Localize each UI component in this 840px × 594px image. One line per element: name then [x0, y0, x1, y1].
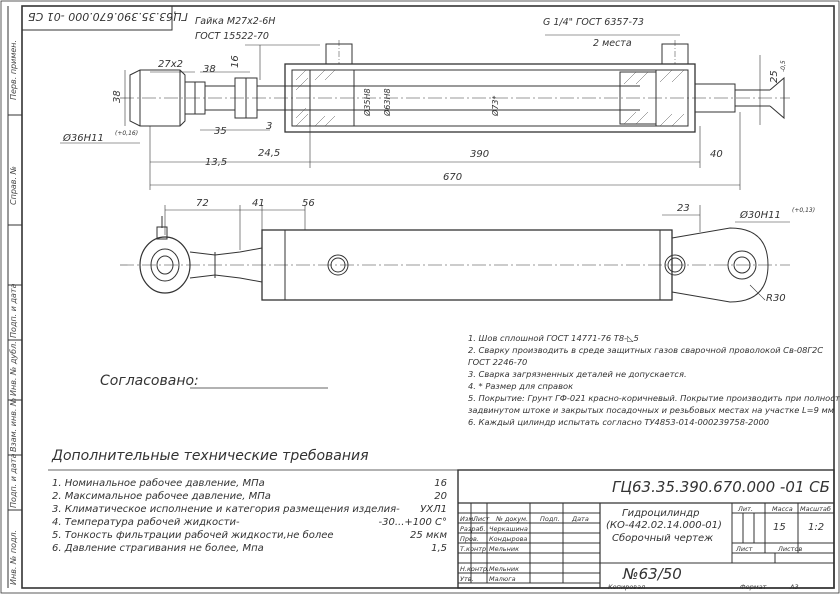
title-col-scale: Масштаб: [800, 505, 831, 513]
dim-16: 16: [230, 55, 241, 68]
requirement-text: 5. Тонкость фильтрации рабочей жидкости,…: [52, 530, 334, 541]
side-label-5: Взам. инв. №: [9, 397, 18, 452]
dim-3: 3: [266, 121, 272, 132]
dim-hex: 27х2: [158, 59, 183, 70]
note-3: ГОСТ 2246-70: [468, 357, 528, 367]
requirement-value: 1,5: [431, 543, 447, 554]
title-name-2: (КО-442.02.14.000-01): [606, 520, 722, 531]
tb-row5-role: Н.контр.: [460, 565, 490, 573]
tb-row2-role: Пров.: [460, 535, 479, 543]
requirement-row: 5. Тонкость фильтрации рабочей жидкости,…: [52, 529, 447, 542]
requirement-text: 1. Номинальное рабочее давление, МПа: [52, 478, 265, 489]
requirement-row: 6. Давление страгивания не более, Мпа 1,5: [52, 542, 447, 555]
requirement-row: 1. Номинальное рабочее давление, МПа 16: [52, 477, 447, 490]
dim-phi73: Ø73*: [490, 96, 500, 117]
dim-r30: R30: [766, 293, 786, 304]
dim-35: 35: [214, 126, 227, 137]
dim-40: 40: [710, 149, 723, 160]
dim-56: 56: [302, 198, 315, 209]
side-label-4: Инв. № дубл.: [9, 341, 18, 396]
side-label-6: Подп. и дата: [9, 453, 18, 509]
note-6: 5. Покрытие: Грунт ГФ-021 красно-коричне…: [468, 393, 840, 403]
requirement-value: 20: [434, 491, 447, 502]
note-8: 6. Каждый цилиндр испытать согласно ТУ48…: [468, 417, 770, 427]
tb-row6-c3: Малюга: [489, 575, 516, 583]
title-designation: ГЦ63.35.390.670.000 -01 СБ: [612, 478, 830, 496]
side-label-2: Справ. №: [9, 166, 18, 205]
title-name-3: Сборочный чертеж: [612, 533, 714, 544]
requirement-value: 16: [434, 478, 447, 489]
pipe-thread-2: 2 места: [593, 38, 632, 49]
dim-390: 390: [470, 149, 489, 160]
dim-41: 41: [252, 198, 265, 209]
dim-24-5: 24,5: [258, 148, 280, 159]
dim-phi30-tol: (+0,13): [792, 207, 815, 214]
dim-phi36: Ø36Н11: [62, 132, 104, 144]
tb-row0-c4: Подп.: [540, 515, 560, 523]
title-col-lit: Лит.: [738, 505, 753, 513]
dim-13-5: 13,5: [205, 157, 227, 168]
dim-phi36-tol: (+0,16): [115, 130, 138, 137]
requirement-text: 6. Давление страгивания не более, Мпа: [52, 543, 264, 554]
tb-row0-role: Изм.: [460, 515, 476, 523]
side-label-7: Инв. № подл.: [9, 529, 18, 585]
dim-38b: 38: [112, 90, 123, 103]
note-7: задвинутом штоке и закрытых посадочных и…: [468, 405, 835, 415]
dim-25-tol: -0,5: [780, 60, 787, 72]
requirement-text: 4. Температура рабочей жидкости-: [52, 517, 240, 528]
dim-phi30: Ø30Н11: [739, 209, 781, 221]
requirements-title: Дополнительные технические требования: [52, 448, 369, 464]
tb-row3-role: Т.контр.: [460, 545, 489, 553]
dim-phi35: Ø35Н8: [362, 88, 372, 117]
notes-block: 1. Шов сплошной ГОСТ 14771-76 Т8-◺5 2. С…: [468, 332, 840, 428]
tb-row0-c3: № докум.: [496, 515, 529, 523]
dim-38a: 38: [203, 64, 216, 75]
side-label-3: Подп. и дата: [9, 283, 18, 339]
dim-670: 670: [443, 172, 462, 183]
pipe-thread-1: G 1/4" ГОСТ 6357-73: [543, 17, 644, 28]
requirement-text: 2. Максимальное рабочее давление, МПа: [52, 491, 271, 502]
title-col-mass: Масса: [772, 505, 793, 513]
title-format-value: А3: [790, 583, 799, 591]
tb-row5-c3: Мельник: [489, 565, 519, 573]
requirement-value: 25 мкм: [409, 530, 447, 541]
side-label-1: Перв. примен.: [9, 39, 18, 100]
dim-72: 72: [196, 198, 209, 209]
title-name-1: Гидроцилиндр: [622, 508, 700, 519]
requirement-text: 3. Климатическое исполнение и категория …: [52, 504, 400, 515]
requirement-value: УХЛ1: [420, 504, 447, 515]
nut-label-2: ГОСТ 15522-70: [195, 31, 269, 42]
requirement-row: 3. Климатическое исполнение и категория …: [52, 503, 447, 516]
tb-row6-role: Утв.: [460, 575, 474, 583]
nut-label-1: Гайка М27х2-6Н: [195, 16, 276, 27]
tb-row0-c2: Лист: [473, 515, 490, 523]
title-sheets: Листов: [778, 545, 803, 553]
tb-row0-c5: Дата: [572, 515, 589, 523]
dim-phi63: Ø63Н8: [382, 88, 392, 117]
title-format: Формат: [740, 583, 767, 591]
requirement-row: 4. Температура рабочей жидкости- -30...+1…: [52, 516, 447, 529]
requirement-row: 2. Максимальное рабочее давление, МПа 20: [52, 490, 447, 503]
note-5: 4. * Размер для справок: [468, 381, 574, 391]
tb-row2-c3: Кондырова: [489, 535, 528, 543]
tb-row1-role: Разраб.: [460, 525, 486, 533]
title-mass: 15: [773, 522, 786, 533]
stamp-top: ГЦ63.35.390.670.000 -01 СБ: [28, 10, 188, 23]
tb-row1-c3: Черкашина: [489, 525, 528, 533]
requirement-value: -30...+100 С°: [378, 517, 448, 528]
dim-25: 25: [769, 70, 780, 83]
note-1: 1. Шов сплошной ГОСТ 14771-76 Т8-◺5: [468, 333, 639, 343]
dim-23: 23: [677, 203, 690, 214]
title-sheet: Лист: [736, 545, 753, 553]
tb-row3-c3: Мельник: [489, 545, 519, 553]
note-2: 2. Сварку производить в среде защитных г…: [468, 345, 824, 355]
title-number: №63/50: [623, 565, 682, 583]
agreed-label: Согласовано:: [100, 373, 199, 389]
note-4: 3. Сварка загрязненных деталей не допуск…: [468, 369, 687, 379]
title-copied: Копировал: [608, 583, 646, 591]
title-scale: 1:2: [808, 522, 825, 533]
requirements-list: 1. Номинальное рабочее давление, МПа 16 2…: [52, 477, 447, 555]
